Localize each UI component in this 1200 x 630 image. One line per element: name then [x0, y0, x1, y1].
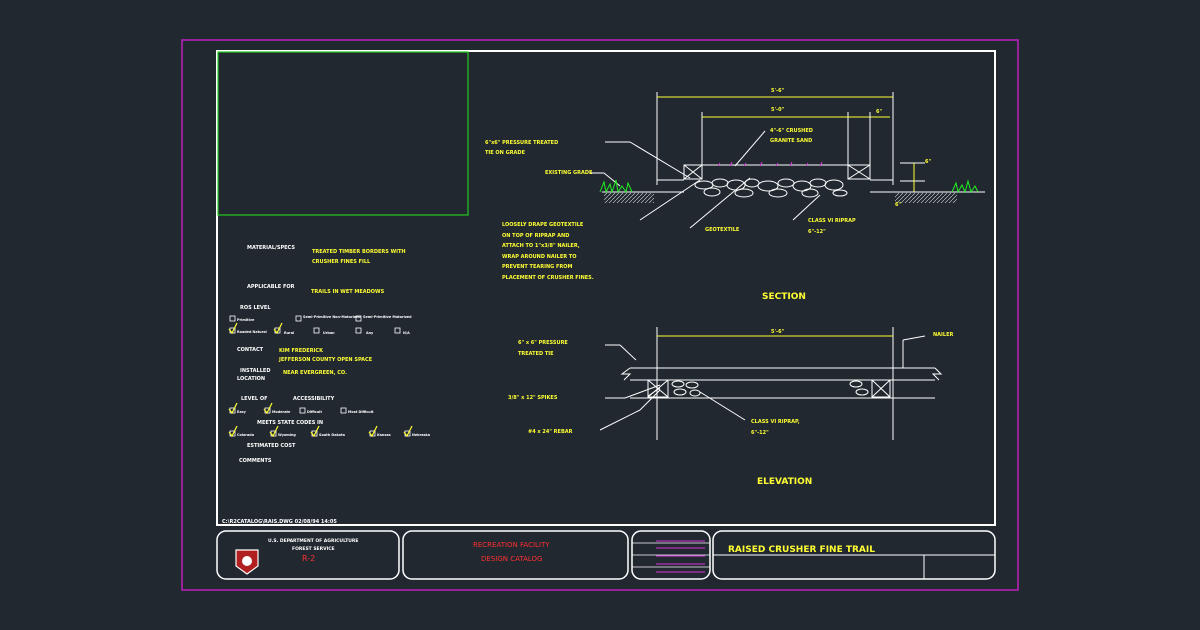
- drawing-title: RAISED CRUSHER FINE TRAIL: [728, 545, 875, 555]
- elevation-title: ELEVATION: [757, 477, 812, 487]
- section-title: SECTION: [762, 292, 806, 302]
- ros-option-4: Roaded Natural: [237, 330, 267, 334]
- section-dim-edge: 6": [876, 109, 882, 115]
- ros-option-7: Any: [366, 331, 374, 335]
- state-4: Kansas: [377, 433, 391, 437]
- nailer-label: NAILER: [933, 332, 954, 338]
- level-label: LEVEL OF: [241, 396, 267, 402]
- access-option-4: Most Difficult: [348, 410, 374, 414]
- section-tie-label-1: 6"x6" PRESSURE TREATED: [485, 140, 558, 146]
- forest-service-shield-icon: [235, 549, 259, 575]
- ros-option-3: Semi-Primitive Motorized: [363, 315, 412, 319]
- ros-option-1: Primitive: [237, 318, 255, 322]
- geotextile-note-3: ATTACH TO 1"x3/8" NAILER,: [502, 243, 580, 249]
- elevation-dim: 5'-6": [771, 329, 785, 335]
- accessibility-label: ACCESSIBILITY: [293, 396, 335, 402]
- section-riprap-label-1: CLASS VI RIPRAP: [808, 218, 856, 224]
- section-dim-inner: 5'-0": [771, 107, 785, 113]
- catalog-line-2: DESIGN CATALOG: [481, 555, 542, 563]
- access-option-3: Difficult: [307, 410, 322, 414]
- estimated-cost-label: ESTIMATED COST: [247, 443, 296, 449]
- grade-vegetation: [599, 161, 979, 203]
- layout-frame: [181, 39, 1019, 591]
- elevation-tie-label-1: 6" x 6" PRESSURE: [518, 340, 568, 346]
- section-riprap-label-2: 6"-12": [808, 229, 826, 235]
- applicable-value: TRAILS IN WET MEADOWS: [311, 289, 385, 295]
- section-detail: [590, 92, 985, 229]
- state-3: South Dakota: [319, 433, 346, 437]
- material-value-1: TREATED TIMBER BORDERS WITH: [312, 249, 406, 255]
- viewport-box: [217, 51, 469, 216]
- section-dim-depth: 6": [895, 202, 901, 208]
- checkmark-icons: [228, 322, 413, 438]
- elevation-riprap-label-1: CLASS VI RIPRAP,: [751, 419, 800, 425]
- geotextile-note-6: PLACEMENT OF CRUSHER FINES.: [502, 275, 594, 281]
- existing-grade-label: EXISTING GRADE: [545, 170, 593, 176]
- geotextile-note-2: ON TOP OF RIPRAP AND: [502, 233, 569, 239]
- contact-value-1: KIM FREDERICK: [279, 348, 324, 354]
- revision-lines: [656, 540, 705, 573]
- ros-label: ROS LEVEL: [240, 305, 271, 311]
- installed-label-1: INSTALLED: [240, 368, 270, 374]
- granite-label-1: 4"-6" CRUSHED: [770, 128, 813, 134]
- spikes-label: 3/8" x 12" SPIKES: [508, 395, 558, 401]
- geotextile-note-1: LOOSELY DRAPE GEOTEXTILE: [502, 222, 584, 228]
- elevation-detail: [599, 327, 943, 440]
- state-2: Wyoming: [278, 433, 296, 437]
- applicable-label: APPLICABLE FOR: [247, 284, 295, 290]
- catalog-line-1: RECREATION FACILITY: [473, 541, 550, 549]
- file-path: C:\R2CATALOG\RAIS.DWG 02/08/94 14:05: [222, 519, 337, 525]
- ros-option-2: Semi-Primitive Non-Motorized: [303, 315, 361, 319]
- state-5: Nebraska: [412, 433, 431, 437]
- access-option-1: Easy: [237, 410, 247, 414]
- agency-line-1: U.S. DEPARTMENT OF AGRICULTURE: [268, 538, 358, 544]
- rebar-label: #4 x 24" REBAR: [528, 429, 573, 435]
- sheet-border: [216, 50, 996, 526]
- ros-option-5: Rural: [284, 331, 294, 335]
- section-dim-overall: 5'-6": [771, 88, 785, 94]
- elevation-tie-label-2: TREATED TIE: [518, 351, 554, 357]
- title-block-frames: [216, 530, 996, 580]
- section-tie-label-2: TIE ON GRADE: [485, 150, 526, 156]
- geotextile-note-5: PREVENT TEARING FROM: [502, 264, 573, 270]
- installed-value: NEAR EVERGREEN, CO.: [283, 370, 347, 376]
- material-value-2: CRUSHER FINES FILL: [312, 259, 371, 265]
- access-option-2: Moderate: [272, 410, 291, 414]
- comments-label: COMMENTS: [239, 458, 272, 464]
- section-dim-height: 6": [925, 159, 931, 165]
- state-codes-label: MEETS STATE CODES IN: [257, 420, 323, 426]
- installed-label-2: LOCATION: [237, 376, 265, 382]
- geotextile-label: GEOTEXTILE: [705, 227, 740, 233]
- geotextile-note-4: WRAP AROUND NAILER TO: [502, 254, 577, 260]
- agency-line-2: FOREST SERVICE: [292, 546, 335, 552]
- elevation-riprap-label-2: 6"-12": [751, 430, 769, 436]
- region-label: R-2: [302, 554, 315, 563]
- contact-value-2: JEFFERSON COUNTY OPEN SPACE: [278, 357, 373, 363]
- material-label: MATERIAL/SPECS: [247, 245, 295, 251]
- granite-label-2: GRANITE SAND: [770, 138, 812, 144]
- state-1: Colorado: [237, 433, 255, 437]
- ros-option-8: N/A: [403, 331, 410, 335]
- contact-label: CONTACT: [237, 347, 264, 353]
- ros-option-6: Urban: [323, 331, 335, 335]
